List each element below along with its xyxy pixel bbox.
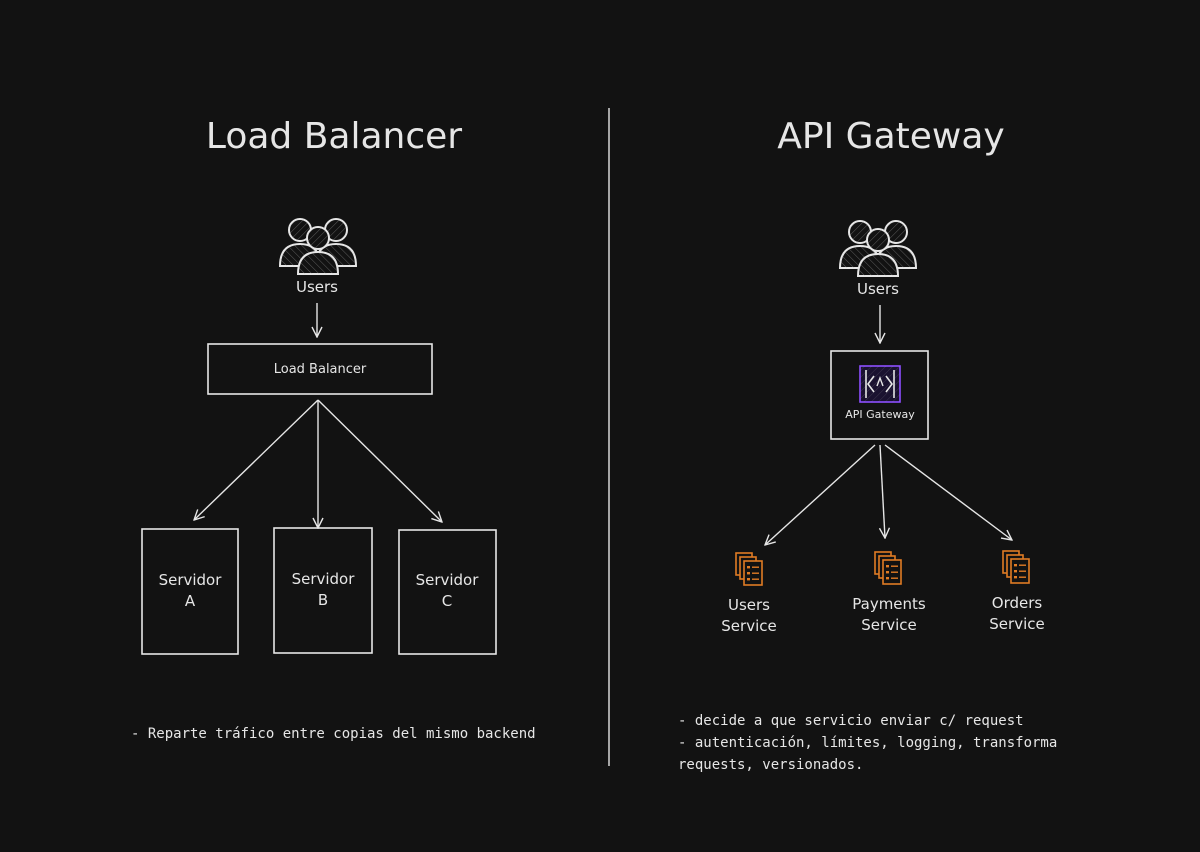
right-note-1: - decide a que servicio enviar c/ reques…	[678, 713, 1024, 729]
server-a: Servidor A	[141, 528, 239, 655]
arrow-gateway-to-payments-service	[880, 444, 885, 538]
api-gateway-icon	[859, 365, 901, 403]
server-c: Servidor C	[398, 529, 497, 655]
right-users-icon	[839, 220, 917, 277]
server-c-label-2: C	[442, 592, 452, 610]
api-gateway-box	[830, 350, 929, 440]
left-note: - Reparte tráfico entre copias del mismo…	[131, 726, 536, 742]
orders-service-label-2: Service	[989, 615, 1044, 633]
load-balancer-label: Load Balancer	[274, 362, 367, 377]
arrow-gateway-to-users-service	[765, 444, 876, 545]
users-service: Users Service	[721, 552, 777, 635]
left-users-label: Users	[296, 278, 338, 296]
left-title: Load Balancer	[206, 116, 462, 157]
orders-service: Orders Service	[989, 550, 1045, 633]
left-users-icon	[279, 218, 357, 275]
users-service-label-1: Users	[728, 596, 770, 614]
payments-service-label-2: Service	[861, 616, 916, 634]
users-service-icon	[735, 552, 763, 586]
payments-service-icon	[874, 551, 902, 585]
right-note-2: - autenticación, límites, logging, trans…	[678, 735, 1057, 751]
server-c-label-1: Servidor	[416, 571, 480, 589]
users-service-label-2: Service	[721, 617, 776, 635]
orders-service-label-1: Orders	[992, 594, 1043, 612]
load-balancer-box	[207, 343, 433, 395]
right-note-3: requests, versionados.	[678, 757, 863, 773]
server-b-label-2: B	[318, 591, 328, 609]
right-title: API Gateway	[777, 116, 1004, 157]
server-b: Servidor B	[273, 527, 373, 654]
arrow-balancer-to-server-a	[194, 399, 319, 520]
payments-service-label-1: Payments	[852, 595, 926, 613]
api-gateway-label: API Gateway	[845, 408, 915, 421]
server-b-label-1: Servidor	[292, 570, 356, 588]
orders-service-icon	[1002, 550, 1030, 584]
arrow-balancer-to-server-c	[317, 399, 442, 522]
server-a-label-2: A	[185, 592, 196, 610]
payments-service: Payments Service	[852, 551, 926, 634]
server-a-label-1: Servidor	[159, 571, 223, 589]
arrow-gateway-to-orders-service	[884, 444, 1012, 540]
right-users-label: Users	[857, 280, 899, 298]
